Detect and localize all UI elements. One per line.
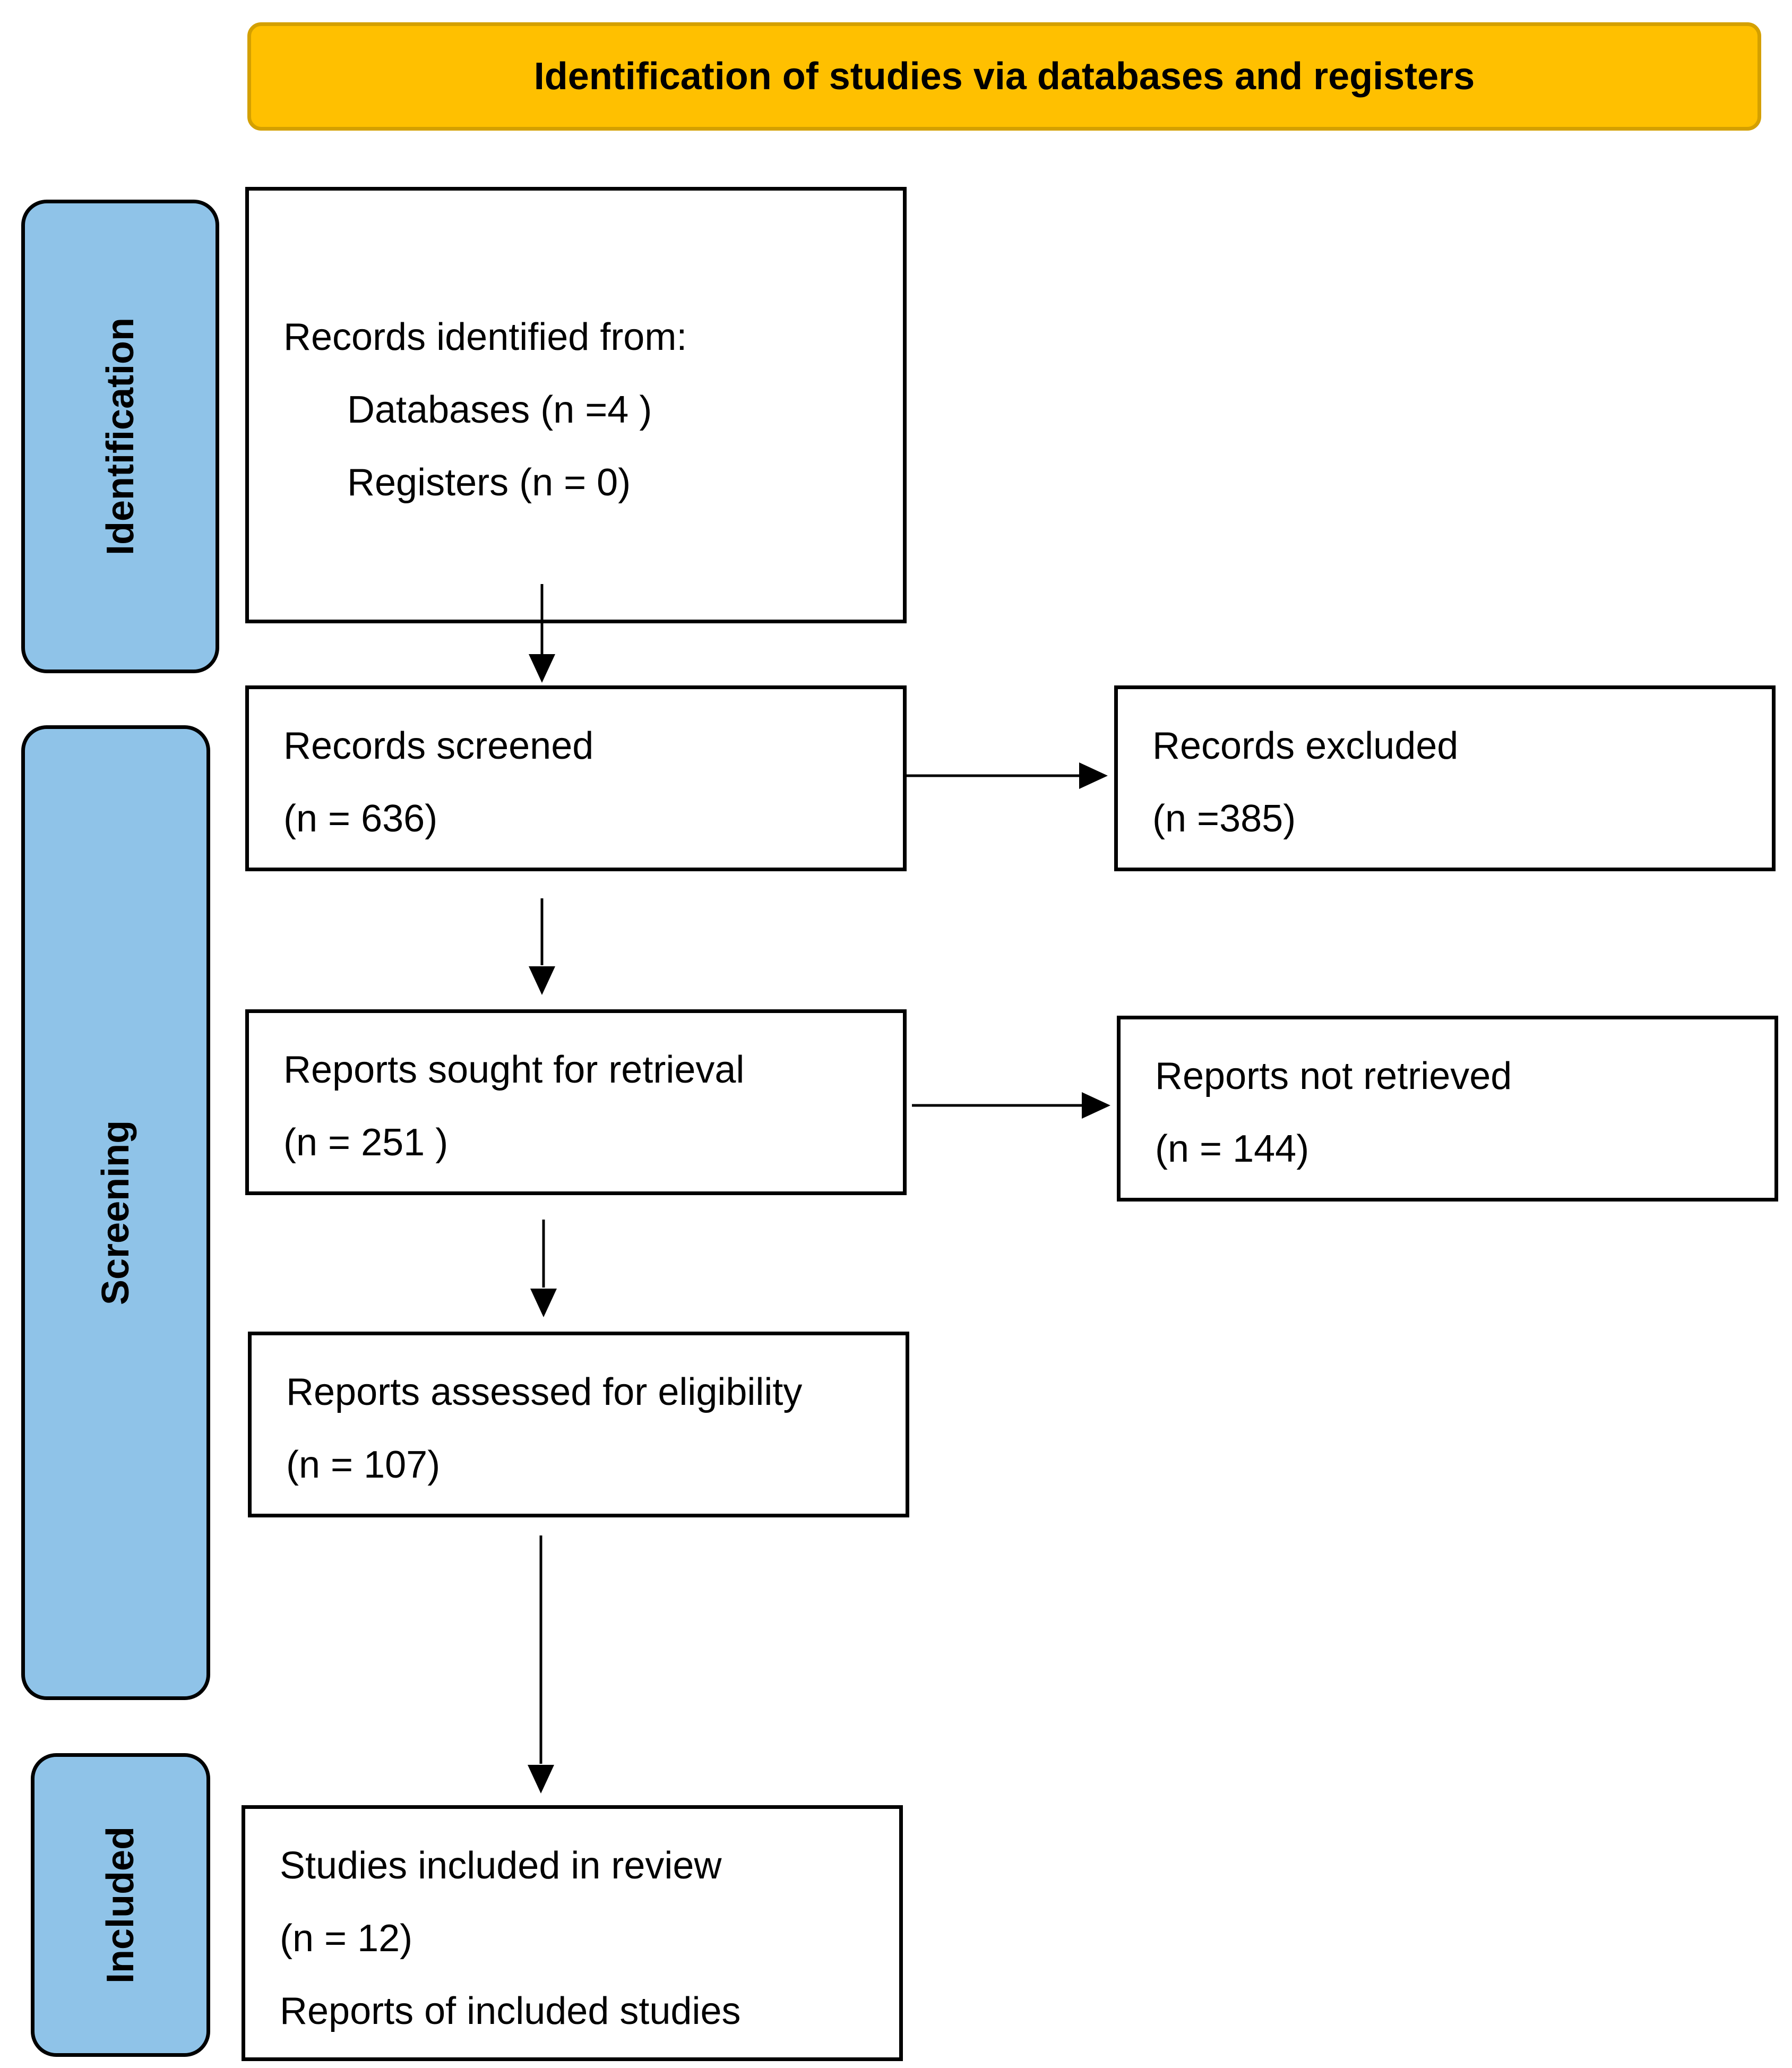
- records-excluded-count: (n =385): [1152, 797, 1296, 840]
- reports-assessed-box: Reports assessed for eligibility (n = 10…: [248, 1332, 909, 1517]
- records-screened-box: Records screened (n = 636): [245, 685, 907, 871]
- header-bar: Identification of studies via databases …: [247, 22, 1761, 131]
- reports-not-retrieved-heading: Reports not retrieved: [1155, 1055, 1512, 1097]
- registers-count: Registers (n = 0): [347, 461, 631, 504]
- databases-count: Databases (n =4 ): [347, 389, 652, 431]
- stage-included: Included: [31, 1753, 210, 2057]
- arrowhead-screened-to-sought: [529, 966, 555, 995]
- studies-included-heading: Studies included in review: [280, 1844, 722, 1887]
- records-screened-count: (n = 636): [283, 797, 438, 840]
- stage-screening: Screening: [21, 725, 210, 1700]
- studies-included-box: Studies included in review (n = 12) Repo…: [242, 1805, 903, 2061]
- stage-identification: Identification: [21, 200, 219, 673]
- reports-of-included-studies: Reports of included studies: [280, 1990, 741, 2032]
- arrowhead-sought-to-assessed: [530, 1289, 557, 1317]
- reports-not-retrieved-box: Reports not retrieved (n = 144): [1117, 1016, 1778, 1202]
- arrowhead-identified-to-screened: [529, 654, 555, 683]
- reports-assessed-heading: Reports assessed for eligibility: [286, 1371, 803, 1413]
- reports-sought-box: Reports sought for retrieval (n = 251 ): [245, 1009, 907, 1195]
- header-title: Identification of studies via databases …: [533, 55, 1475, 98]
- records-excluded-box: Records excluded (n =385): [1114, 685, 1776, 871]
- arrowhead-assessed-to-included: [528, 1765, 554, 1794]
- records-excluded-heading: Records excluded: [1152, 725, 1459, 767]
- reports-sought-heading: Reports sought for retrieval: [283, 1049, 745, 1091]
- reports-not-retrieved-count: (n = 144): [1155, 1128, 1309, 1170]
- records-screened-heading: Records screened: [283, 725, 594, 767]
- studies-included-count: (n = 12): [280, 1917, 413, 1960]
- reports-sought-count: (n = 251 ): [283, 1121, 449, 1164]
- reports-assessed-count: (n = 107): [286, 1444, 441, 1486]
- arrowhead-sought-to-not-retrieved: [1082, 1092, 1110, 1119]
- arrowhead-screened-to-excluded: [1079, 762, 1108, 789]
- records-identified-heading: Records identified from:: [283, 316, 687, 358]
- records-identified-box: Records identified from: Databases (n =4…: [245, 187, 907, 623]
